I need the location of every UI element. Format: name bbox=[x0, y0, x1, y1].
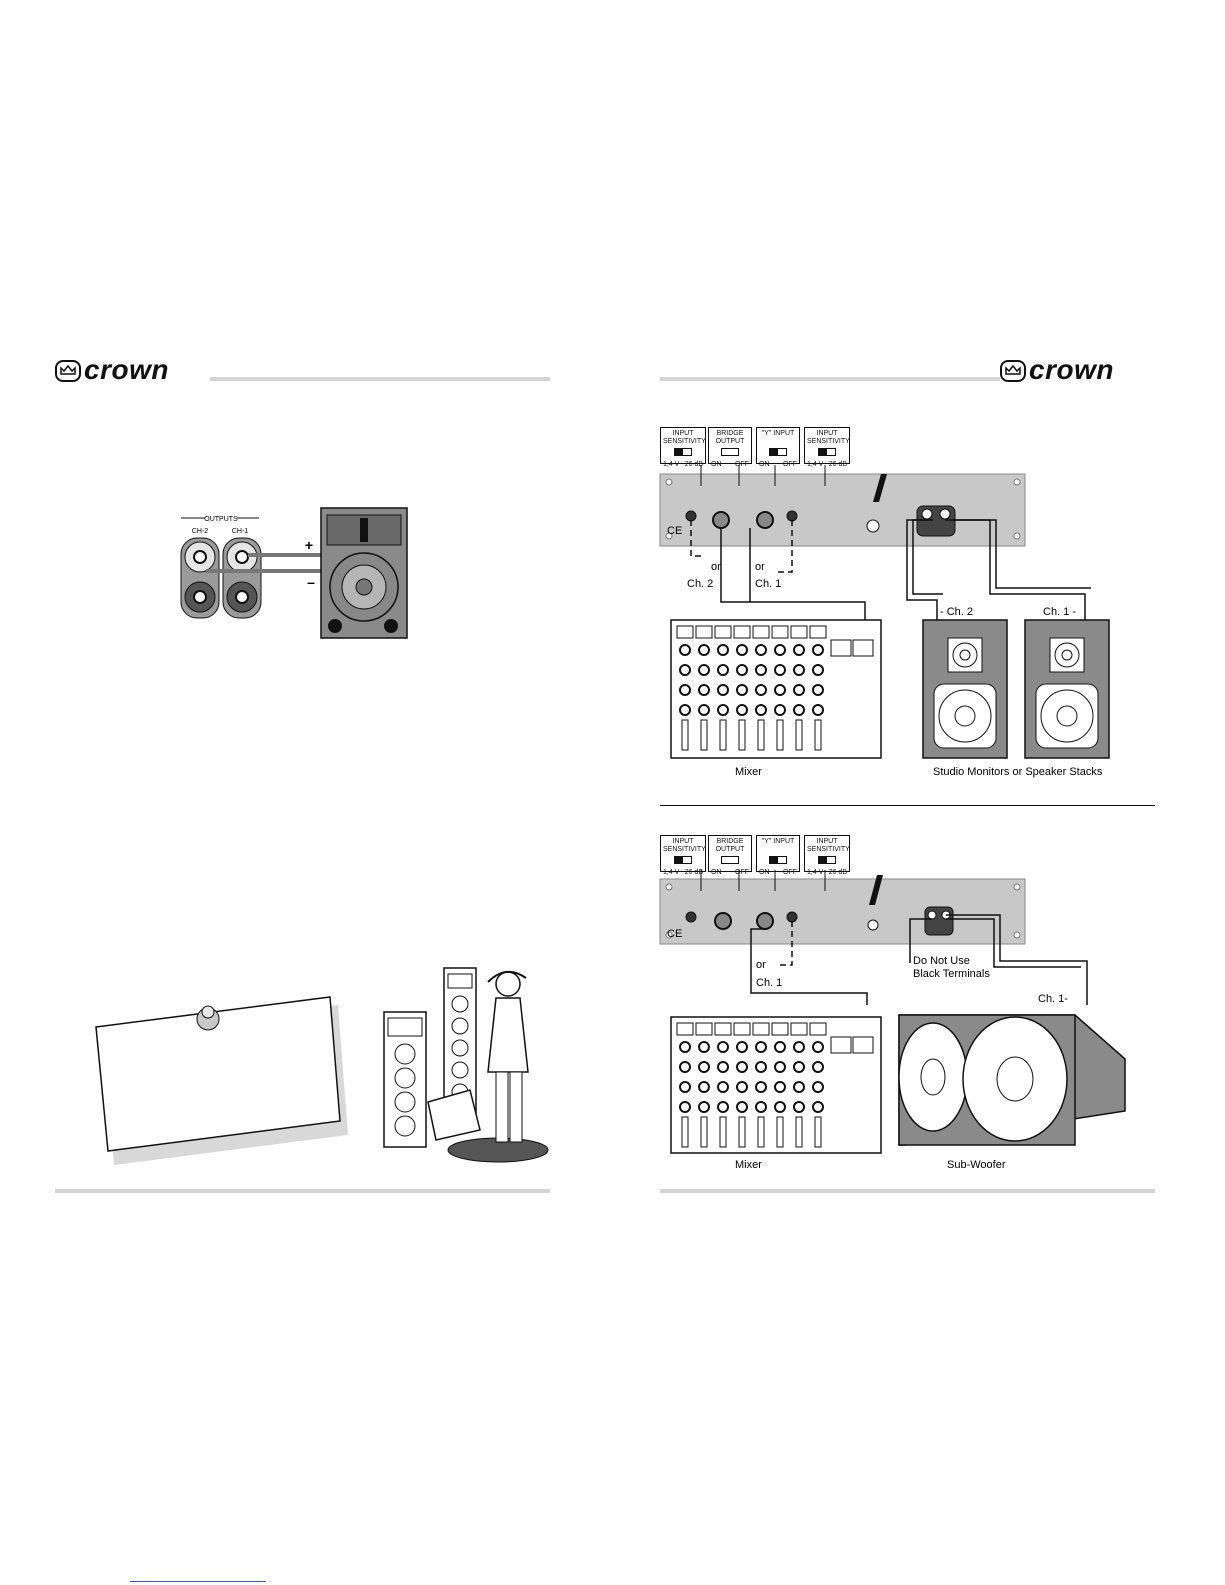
binding-posts-diagram: OUTPUTS CH-2 CH-1 + – bbox=[180, 507, 408, 639]
crown-logo-icon bbox=[1000, 360, 1026, 382]
crown-logo-text: crown bbox=[1029, 354, 1114, 385]
header-rule bbox=[210, 377, 550, 381]
crown-logo-text: crown bbox=[84, 354, 169, 385]
ch2-label: CH-2 bbox=[192, 528, 208, 535]
outputs-label: OUTPUTS bbox=[204, 516, 238, 523]
ch2-output-label: - Ch. 2 bbox=[940, 606, 973, 618]
footer-rule bbox=[55, 1189, 550, 1193]
section-divider bbox=[660, 805, 1155, 806]
ch1-label: CH-1 bbox=[232, 528, 248, 535]
header-rule bbox=[660, 377, 1000, 381]
footer-rule bbox=[660, 1189, 1155, 1193]
ch1-output-label: Ch. 1- bbox=[1038, 993, 1068, 1005]
outputs-speaker-figure: OUTPUTS CH-2 CH-1 + – bbox=[175, 505, 415, 645]
footer-link-underline bbox=[130, 1581, 266, 1582]
ch1-input-label: Ch. 1 bbox=[755, 578, 781, 590]
ch1-input-label: Ch. 1 bbox=[756, 977, 782, 989]
or-label: or bbox=[756, 959, 766, 971]
subwoofer-hookup-diagram: CE or Ch. 1 Do Not Use Black Terminals C… bbox=[659, 870, 1126, 1171]
person-with-speakers-illustration bbox=[383, 967, 549, 1163]
do-not-use-label-line1: Do Not Use bbox=[913, 955, 970, 967]
or-label-right: or bbox=[755, 561, 765, 573]
stereo-hookup-diagram: CE or or Ch. 2 Ch. 1 - Ch. 2 Ch. 1 - bbox=[659, 465, 1110, 778]
speakers-label: Studio Monitors or Speaker Stacks bbox=[933, 766, 1103, 778]
do-not-use-label-line2: Black Terminals bbox=[913, 968, 990, 980]
mixer-label: Mixer bbox=[735, 766, 762, 778]
ch2-input-label: Ch. 2 bbox=[687, 578, 713, 590]
sticky-note-illustration bbox=[95, 996, 348, 1165]
mixer-label: Mixer bbox=[735, 1159, 762, 1171]
subwoofer-label: Sub-Woofer bbox=[947, 1159, 1006, 1171]
or-label-left: or bbox=[711, 561, 721, 573]
ch1-output-label: Ch. 1 - bbox=[1043, 606, 1076, 618]
svg-text:CE: CE bbox=[667, 928, 682, 940]
plus-label: + bbox=[305, 537, 313, 553]
crown-logo-icon bbox=[55, 360, 81, 382]
minus-label: – bbox=[307, 574, 315, 590]
svg-text:CE: CE bbox=[667, 525, 682, 537]
